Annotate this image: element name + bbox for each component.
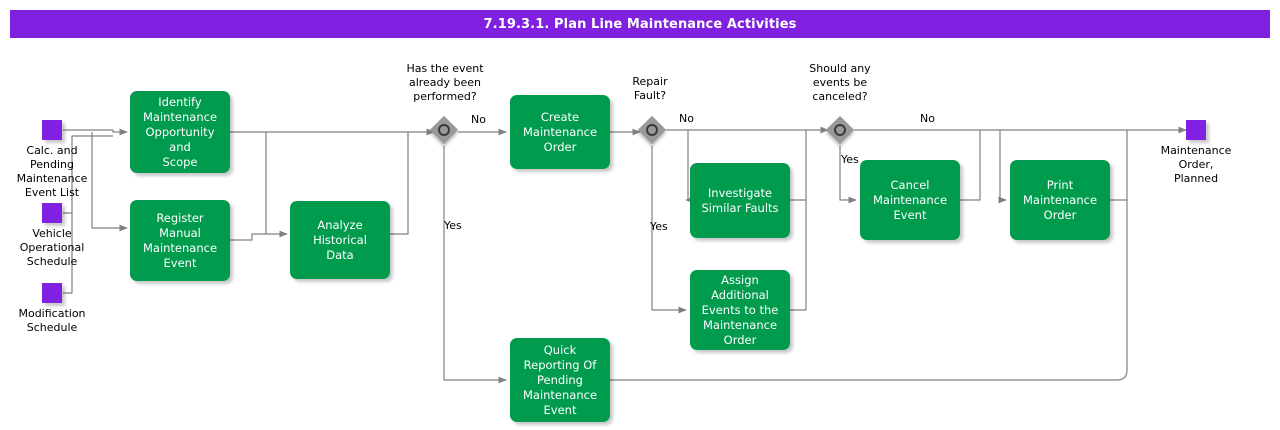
data-object-icon — [42, 283, 62, 303]
gateway-circle-icon — [834, 124, 846, 136]
edge-label-g2-yes: Yes — [650, 220, 668, 233]
data-object-icon — [1186, 120, 1206, 140]
edge-label-g1-no: No — [471, 113, 486, 126]
edge-label-g1-yes: Yes — [444, 219, 462, 232]
edge-label-g2-no: No — [679, 112, 694, 125]
gateway-repair-fault[interactable] — [637, 115, 667, 145]
gateway-circle-icon — [646, 124, 658, 136]
gateway-should-any-events-be-canceled[interactable] — [825, 115, 855, 145]
page-title: 7.19.3.1. Plan Line Maintenance Activiti… — [483, 16, 797, 32]
data-object-icon — [42, 120, 62, 140]
gateway-circle-icon — [438, 124, 450, 136]
diagram-title-bar: 7.19.3.1. Plan Line Maintenance Activiti… — [10, 10, 1270, 38]
data-object-icon — [42, 203, 62, 223]
edge-label-g3-yes: Yes — [841, 153, 859, 166]
gateway-has-event-already-been-performed[interactable] — [429, 115, 459, 145]
edge-label-g3-no: No — [920, 112, 935, 125]
